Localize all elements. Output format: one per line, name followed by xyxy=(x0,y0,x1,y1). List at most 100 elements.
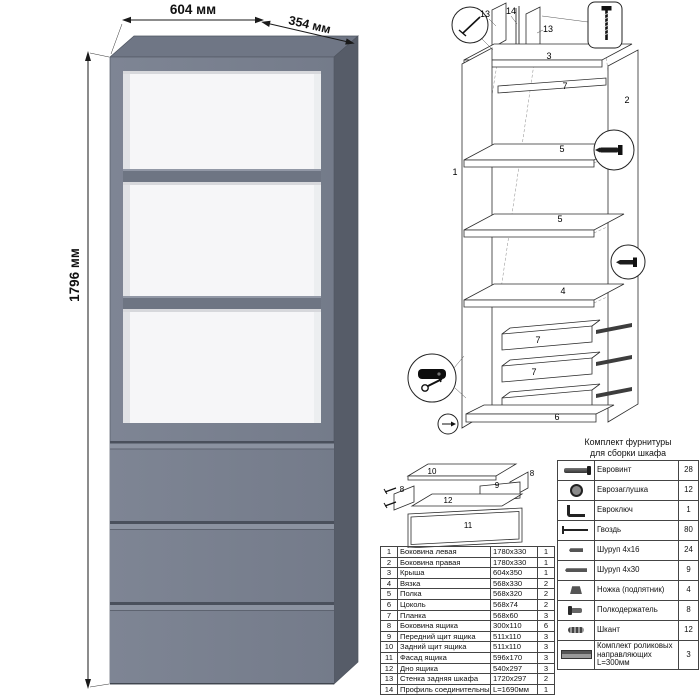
part-size: 568x60 xyxy=(490,609,538,622)
rail-icon xyxy=(560,650,592,660)
hardware-row: Евроключ 1 xyxy=(557,500,699,522)
part-qty: 1 xyxy=(537,556,555,569)
part-number: 11 xyxy=(380,651,398,664)
shelf-holder-icon xyxy=(567,605,582,615)
part-name: Крыша xyxy=(397,567,491,579)
cabinet-side-face xyxy=(333,35,359,685)
plinth-front xyxy=(465,413,597,423)
hardware-row: Полкодержатель 8 xyxy=(557,600,699,622)
cabinet-top-face xyxy=(109,35,359,58)
parts-table-row: 2 Боковина правая 1780x330 1 xyxy=(380,556,555,569)
hardware-icon-cell xyxy=(557,640,595,670)
hardware-qty: 9 xyxy=(678,560,699,582)
part-size: 1780x330 xyxy=(490,546,538,558)
label-leaders xyxy=(488,15,544,34)
drawer-front-2 xyxy=(110,524,334,602)
drawer-part-label: 9 xyxy=(495,481,500,490)
height-dimension: 1796 мм xyxy=(67,51,110,689)
part-name: Профиль соединительный xyxy=(397,683,491,696)
part-size: 1720x297 xyxy=(490,673,538,685)
hardware-row: Шуруп 4x30 9 xyxy=(557,560,699,582)
hardware-icon-cell xyxy=(557,560,595,582)
exploded-part-label: 7 xyxy=(535,335,540,345)
part-name: Боковина ящика xyxy=(397,620,491,632)
parts-list-table: 1 Боковина левая 1780x330 1 2 Боковина п… xyxy=(380,546,555,696)
exploded-part-label: 7 xyxy=(531,367,536,377)
hardware-name: Комплект роликовых направляющих L=300мм xyxy=(594,640,679,670)
open-shelf-compartment-3 xyxy=(123,309,321,423)
part-qty: 3 xyxy=(537,609,555,622)
part-name: Цоколь xyxy=(397,598,491,611)
top-strip xyxy=(497,77,607,94)
back-panel-left xyxy=(491,2,507,49)
hardware-name: Евровинт xyxy=(594,460,679,482)
hardware-icon-cell xyxy=(557,480,595,502)
drawer-box-2 xyxy=(501,351,601,383)
roller-guide-1 xyxy=(596,323,632,334)
parts-table-row: 10 Задний щит ящика 511x110 3 xyxy=(380,641,555,653)
part-qty: 6 xyxy=(537,620,555,632)
leg-icon xyxy=(570,586,582,595)
parts-table-row: 11 Фасад ящика 596x170 3 xyxy=(380,651,555,664)
drawer-front-3 xyxy=(110,605,334,684)
screw-detail-callout xyxy=(541,1,623,49)
euroscrew-icon xyxy=(564,465,591,475)
shelf-front-edge-2 xyxy=(123,296,321,309)
plug-icon xyxy=(569,484,583,498)
part-size: L=1690мм xyxy=(490,683,538,696)
part-qty: 1 xyxy=(537,546,555,558)
part-qty: 3 xyxy=(537,651,555,664)
width-dimension-label: 604 мм xyxy=(170,2,216,17)
drawer-facade xyxy=(407,507,523,548)
drawer-part-label: 12 xyxy=(444,496,453,505)
height-dimension-label: 1796 мм xyxy=(67,248,82,302)
exploded-part-label: 7 xyxy=(562,81,567,91)
parts-table-row: 12 Дно ящика 540x297 3 xyxy=(380,662,555,675)
exploded-part-label: 5 xyxy=(557,214,562,224)
part-qty: 3 xyxy=(537,641,555,653)
hardware-row: Евровинт 28 xyxy=(557,460,699,482)
drawer-back-panel xyxy=(406,463,518,477)
part-size: 568x330 xyxy=(490,577,538,590)
nail-detail-callout xyxy=(451,6,494,51)
left-side-panel xyxy=(461,47,493,429)
hardware-row: Ножка (подпятник) 4 xyxy=(557,580,699,602)
hardware-kit-title-line2: для сборки шкафа xyxy=(589,447,667,458)
exploded-part-label: 4 xyxy=(560,286,565,296)
hardware-icon-cell xyxy=(557,600,595,622)
roller-guide-2 xyxy=(596,355,632,366)
hardware-qty: 1 xyxy=(678,500,699,522)
drawer-side-panel-left xyxy=(393,485,415,511)
drawer-facade-inner-line xyxy=(410,511,520,545)
hardware-qty: 8 xyxy=(678,600,699,622)
part-size: 511x110 xyxy=(490,630,538,643)
screw-short-icon xyxy=(569,548,583,553)
exploded-assembly-diagram: 14 13 13 3 7 2 5 1 5 4 7 7 6 xyxy=(407,1,646,435)
hardware-qty: 12 xyxy=(678,480,699,502)
drawer-part-label: 8 xyxy=(400,485,405,494)
part-size: 540x297 xyxy=(490,662,538,675)
part-number: 8 xyxy=(380,620,398,632)
part-number: 1 xyxy=(380,546,398,558)
parts-table-row: 6 Цоколь 568x74 2 xyxy=(380,598,555,611)
hardware-qty: 80 xyxy=(678,520,699,542)
drawer-bottom-panel xyxy=(410,493,524,507)
shelf-highlight-1 xyxy=(123,169,321,171)
part-size: 596x170 xyxy=(490,651,538,664)
part-number: 6 xyxy=(380,598,398,611)
hardware-name: Шкант xyxy=(594,620,679,642)
part-name: Фасад ящика xyxy=(397,651,491,664)
open-shelf-compartment-2 xyxy=(123,182,321,296)
part-size: 604x350 xyxy=(490,567,538,579)
exploded-part-label: 3 xyxy=(546,51,551,61)
part-size: 300x110 xyxy=(490,620,538,632)
parts-table-row: 1 Боковина левая 1780x330 1 xyxy=(380,546,555,558)
part-qty: 3 xyxy=(537,630,555,643)
part-name: Боковина правая xyxy=(397,556,491,569)
screw-long-icon xyxy=(565,568,587,573)
part-size: 511x110 xyxy=(490,641,538,653)
part-name: Полка xyxy=(397,588,491,600)
drawer-gap-1 xyxy=(110,441,334,444)
exploded-part-label: 13 xyxy=(543,24,553,34)
hardware-icon-cell xyxy=(557,540,595,562)
